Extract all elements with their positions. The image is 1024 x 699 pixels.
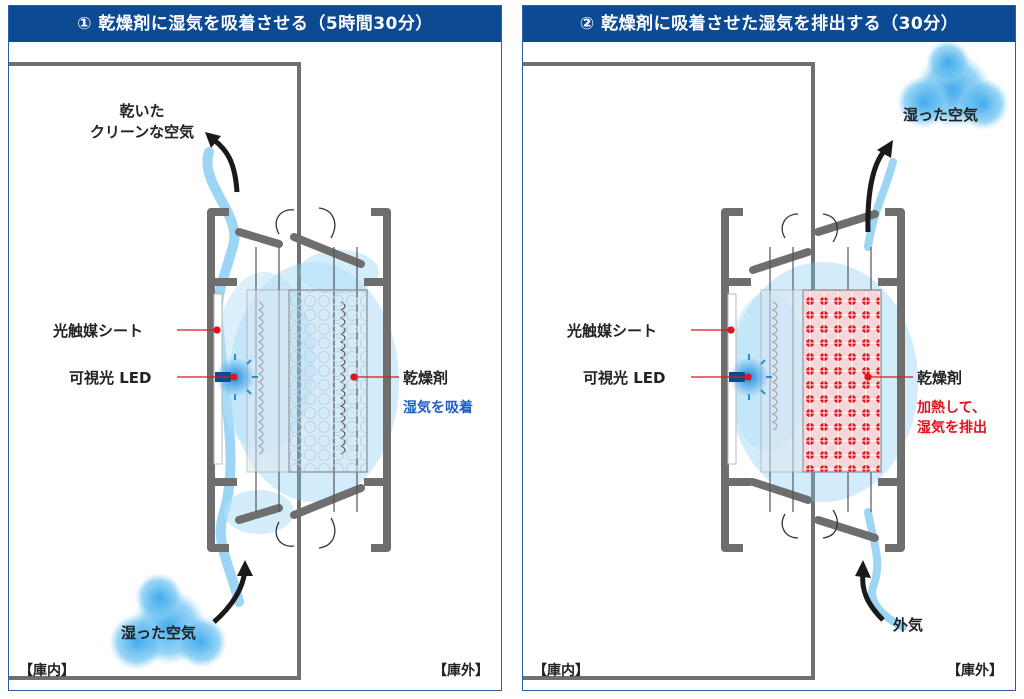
absorb-diagram — [9, 62, 399, 680]
vent-flaps — [749, 210, 879, 542]
panel-title: ① 乾燥剤に湿気を吸着させる（5時間30分） — [9, 6, 501, 42]
led-label: 可視光 LED — [69, 369, 152, 387]
desiccant-block-heated — [802, 289, 882, 473]
panel-absorb: ① 乾燥剤に湿気を吸着させる（5時間30分） — [8, 5, 502, 691]
rotate-arrow-icon — [781, 213, 838, 539]
panel-title: ② 乾燥剤に吸着させた湿気を排出する（30分） — [523, 6, 1015, 42]
moist-cloud — [897, 42, 1009, 130]
top-air-label: 湿った空気 — [903, 106, 979, 124]
bottom-air-label: 外気 — [893, 616, 924, 634]
panel-release: ② 乾燥剤に吸着させた湿気を排出する（30分） — [522, 5, 1016, 691]
desiccant-label: 乾燥剤 — [917, 369, 963, 387]
desiccant-label: 乾燥剤 — [403, 369, 449, 387]
vent-flaps — [235, 228, 365, 524]
led-label: 可視光 LED — [583, 369, 666, 387]
bottom-air-label: 湿った空気 — [121, 624, 197, 642]
outside-label: 【庫外】 — [433, 663, 489, 679]
inside-label: 【庫内】 — [19, 663, 75, 679]
rotate-arrow-icon — [275, 207, 336, 549]
curved-arrow-icon — [855, 140, 893, 622]
device-frame — [207, 208, 391, 552]
moist-cloud — [109, 573, 227, 670]
curved-arrow-icon — [205, 132, 253, 624]
desiccant-block — [288, 289, 368, 473]
action-label: 湿気を吸着 — [403, 400, 473, 416]
photocatalyst-label: 光触媒シート — [53, 322, 144, 340]
photocatalyst-label: 光触媒シート — [567, 322, 658, 340]
release-diagram — [523, 42, 1009, 680]
inside-label: 【庫内】 — [533, 663, 589, 679]
action-label: 加熱して、 湿気を排出 — [917, 400, 987, 436]
device-frame — [721, 208, 905, 552]
top-air-label: 乾いた クリーンな空気 — [89, 102, 195, 141]
outside-label: 【庫外】 — [947, 663, 1003, 679]
